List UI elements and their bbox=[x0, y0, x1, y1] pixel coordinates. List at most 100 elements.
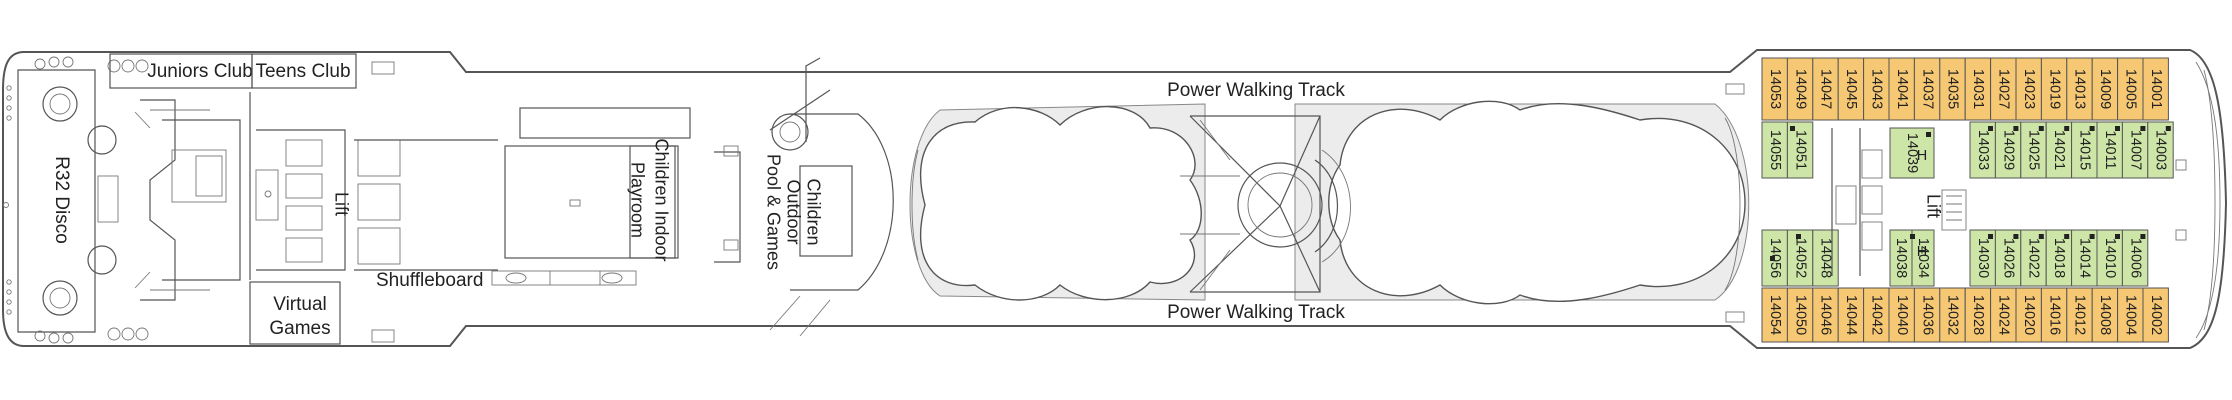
cabin-number: 14019 bbox=[2046, 69, 2062, 109]
cabin-14041[interactable]: 14041 bbox=[1888, 57, 1915, 121]
h-marker: H bbox=[1917, 148, 1927, 164]
cabin-number: 14039 bbox=[1904, 133, 1920, 173]
cabin-14024[interactable]: 14024 bbox=[1990, 287, 2017, 343]
accessible-marker bbox=[1770, 256, 1775, 261]
accessible-marker bbox=[1910, 234, 1915, 239]
cabin-14051[interactable]: 14051 bbox=[1786, 121, 1814, 179]
accessible-marker bbox=[2089, 126, 2095, 131]
cabin-14049[interactable]: 14049 bbox=[1786, 57, 1814, 121]
cabin-number: 14040 bbox=[1894, 295, 1910, 335]
cabin-number: 14013 bbox=[2072, 69, 2088, 109]
cabin-14034[interactable]: 14034 bbox=[1911, 229, 1935, 287]
accessible-marker bbox=[1988, 234, 1993, 239]
accessible-marker bbox=[2013, 234, 2019, 239]
cabin-14011[interactable]: 14011 bbox=[2096, 121, 2123, 179]
cabin-14027[interactable]: 14027 bbox=[1990, 57, 2017, 121]
cabin-14002[interactable]: 14002 bbox=[2142, 287, 2169, 343]
children-outdoor-label-2: Outdoor bbox=[783, 179, 803, 244]
cabin-number: 14007 bbox=[2127, 130, 2143, 170]
shuffleboard-label: Shuffleboard bbox=[376, 270, 483, 291]
cabin-14026[interactable]: 14026 bbox=[1994, 229, 2022, 287]
cabin-14038[interactable]: 14038 bbox=[1889, 229, 1913, 287]
cabin-14019[interactable]: 14019 bbox=[2040, 57, 2068, 121]
virtual-games-label-1: Virtual bbox=[273, 294, 327, 315]
cabin-14054[interactable]: 14054 bbox=[1761, 287, 1788, 343]
cabin-14030[interactable]: 14030 bbox=[1969, 229, 1996, 287]
cabin-number: 14023 bbox=[2021, 69, 2037, 109]
cabin-14042[interactable]: 14042 bbox=[1863, 287, 1890, 343]
cabin-14013[interactable]: 14013 bbox=[2066, 57, 2093, 121]
cabin-number: 14055 bbox=[1767, 130, 1783, 170]
cabin-14006[interactable]: 14006 bbox=[2121, 229, 2149, 287]
cabin-number: 14045 bbox=[1843, 69, 1859, 109]
pool-deck bbox=[909, 100, 1750, 305]
cabin-14047[interactable]: 14047 bbox=[1812, 57, 1839, 121]
cabin-14055[interactable]: 14055 bbox=[1761, 121, 1788, 179]
cabin-14023[interactable]: 14023 bbox=[2015, 57, 2042, 121]
accessible-marker bbox=[2140, 234, 2146, 239]
lift-label-left: Lift bbox=[331, 192, 351, 216]
power-walking-top-label: Power Walking Track bbox=[1167, 80, 1345, 101]
accessible-marker bbox=[2089, 234, 2095, 239]
cabin-14044[interactable]: 14044 bbox=[1837, 287, 1865, 343]
accessible-marker bbox=[2064, 234, 2070, 239]
cabin-14005[interactable]: 14005 bbox=[2117, 57, 2144, 121]
cabin-14053[interactable]: 14053 bbox=[1761, 57, 1788, 121]
cabin-14033[interactable]: 14033 bbox=[1969, 121, 1996, 179]
cabin-14014[interactable]: 14014 bbox=[2071, 229, 2098, 287]
accessible-marker bbox=[1790, 126, 1795, 131]
virtual-games-label-2: Games bbox=[269, 318, 330, 339]
cabin-14021[interactable]: 14021 bbox=[2045, 121, 2073, 179]
cabin-14056[interactable]: 14056 bbox=[1761, 229, 1788, 287]
cabin-14048[interactable]: 14048 bbox=[1812, 229, 1839, 287]
shuffleboard-court bbox=[491, 270, 637, 286]
cabin-14029[interactable]: 14029 bbox=[1994, 121, 2022, 179]
cabin-14018[interactable]: 14018 bbox=[2045, 229, 2073, 287]
cabin-14004[interactable]: 14004 bbox=[2117, 287, 2144, 343]
cabin-14045[interactable]: 14045 bbox=[1837, 57, 1865, 121]
cabin-14028[interactable]: 14028 bbox=[1964, 287, 1992, 343]
h-marker: H bbox=[1917, 244, 1927, 260]
cabin-14010[interactable]: 14010 bbox=[2096, 229, 2123, 287]
cabin-number: 14009 bbox=[2097, 69, 2113, 109]
cabin-14015[interactable]: 14015 bbox=[2071, 121, 2098, 179]
accessible-marker bbox=[2038, 126, 2044, 131]
cabin-14046[interactable]: 14046 bbox=[1812, 287, 1839, 343]
accessible-marker bbox=[2038, 234, 2044, 239]
cabin-14003[interactable]: 14003 bbox=[2147, 121, 2174, 179]
cabin-14020[interactable]: 14020 bbox=[2015, 287, 2042, 343]
r32-disco: R32 Disco bbox=[17, 69, 119, 333]
cabin-number: 14047 bbox=[1818, 69, 1834, 109]
aft-railing bbox=[3, 85, 12, 315]
cabin-14025[interactable]: 14025 bbox=[2020, 121, 2047, 179]
teens-club-label: Teens Club bbox=[255, 61, 350, 82]
accessible-marker bbox=[2064, 126, 2070, 131]
cabin-14009[interactable]: 14009 bbox=[2091, 57, 2119, 121]
cabin-14036[interactable]: 14036 bbox=[1913, 287, 1941, 343]
cabin-14007[interactable]: 14007 bbox=[2121, 121, 2149, 179]
cabin-14012[interactable]: 14012 bbox=[2066, 287, 2093, 343]
cabin-14008[interactable]: 14008 bbox=[2091, 287, 2119, 343]
cabin-number: 14004 bbox=[2122, 295, 2138, 335]
cabin-14022[interactable]: 14022 bbox=[2020, 229, 2047, 287]
cabin-14050[interactable]: 14050 bbox=[1786, 287, 1814, 343]
cabin-14031[interactable]: 14031 bbox=[1964, 57, 1992, 121]
cabin-14043[interactable]: 14043 bbox=[1863, 57, 1890, 121]
cabin-14052[interactable]: 14052 bbox=[1786, 229, 1814, 287]
cabin-14001[interactable]: 14001 bbox=[2142, 57, 2169, 121]
cabin-number: 14027 bbox=[1995, 69, 2011, 109]
cabin-14032[interactable]: 14032 bbox=[1939, 287, 1966, 343]
cabin-14037[interactable]: 14037 bbox=[1913, 57, 1941, 121]
cabin-14040[interactable]: 14040 bbox=[1888, 287, 1915, 343]
cabin-number: 14036 bbox=[1919, 295, 1935, 335]
cabin-number: 14033 bbox=[1975, 130, 1991, 170]
accessible-marker bbox=[2140, 126, 2146, 131]
cabin-number: 14030 bbox=[1975, 238, 1991, 278]
cabin-14035[interactable]: 14035 bbox=[1939, 57, 1966, 121]
accessible-marker bbox=[2115, 126, 2120, 131]
cabin-number: 14052 bbox=[1792, 238, 1808, 278]
cabin-14016[interactable]: 14016 bbox=[2040, 287, 2068, 343]
accessible-marker bbox=[2013, 126, 2019, 131]
